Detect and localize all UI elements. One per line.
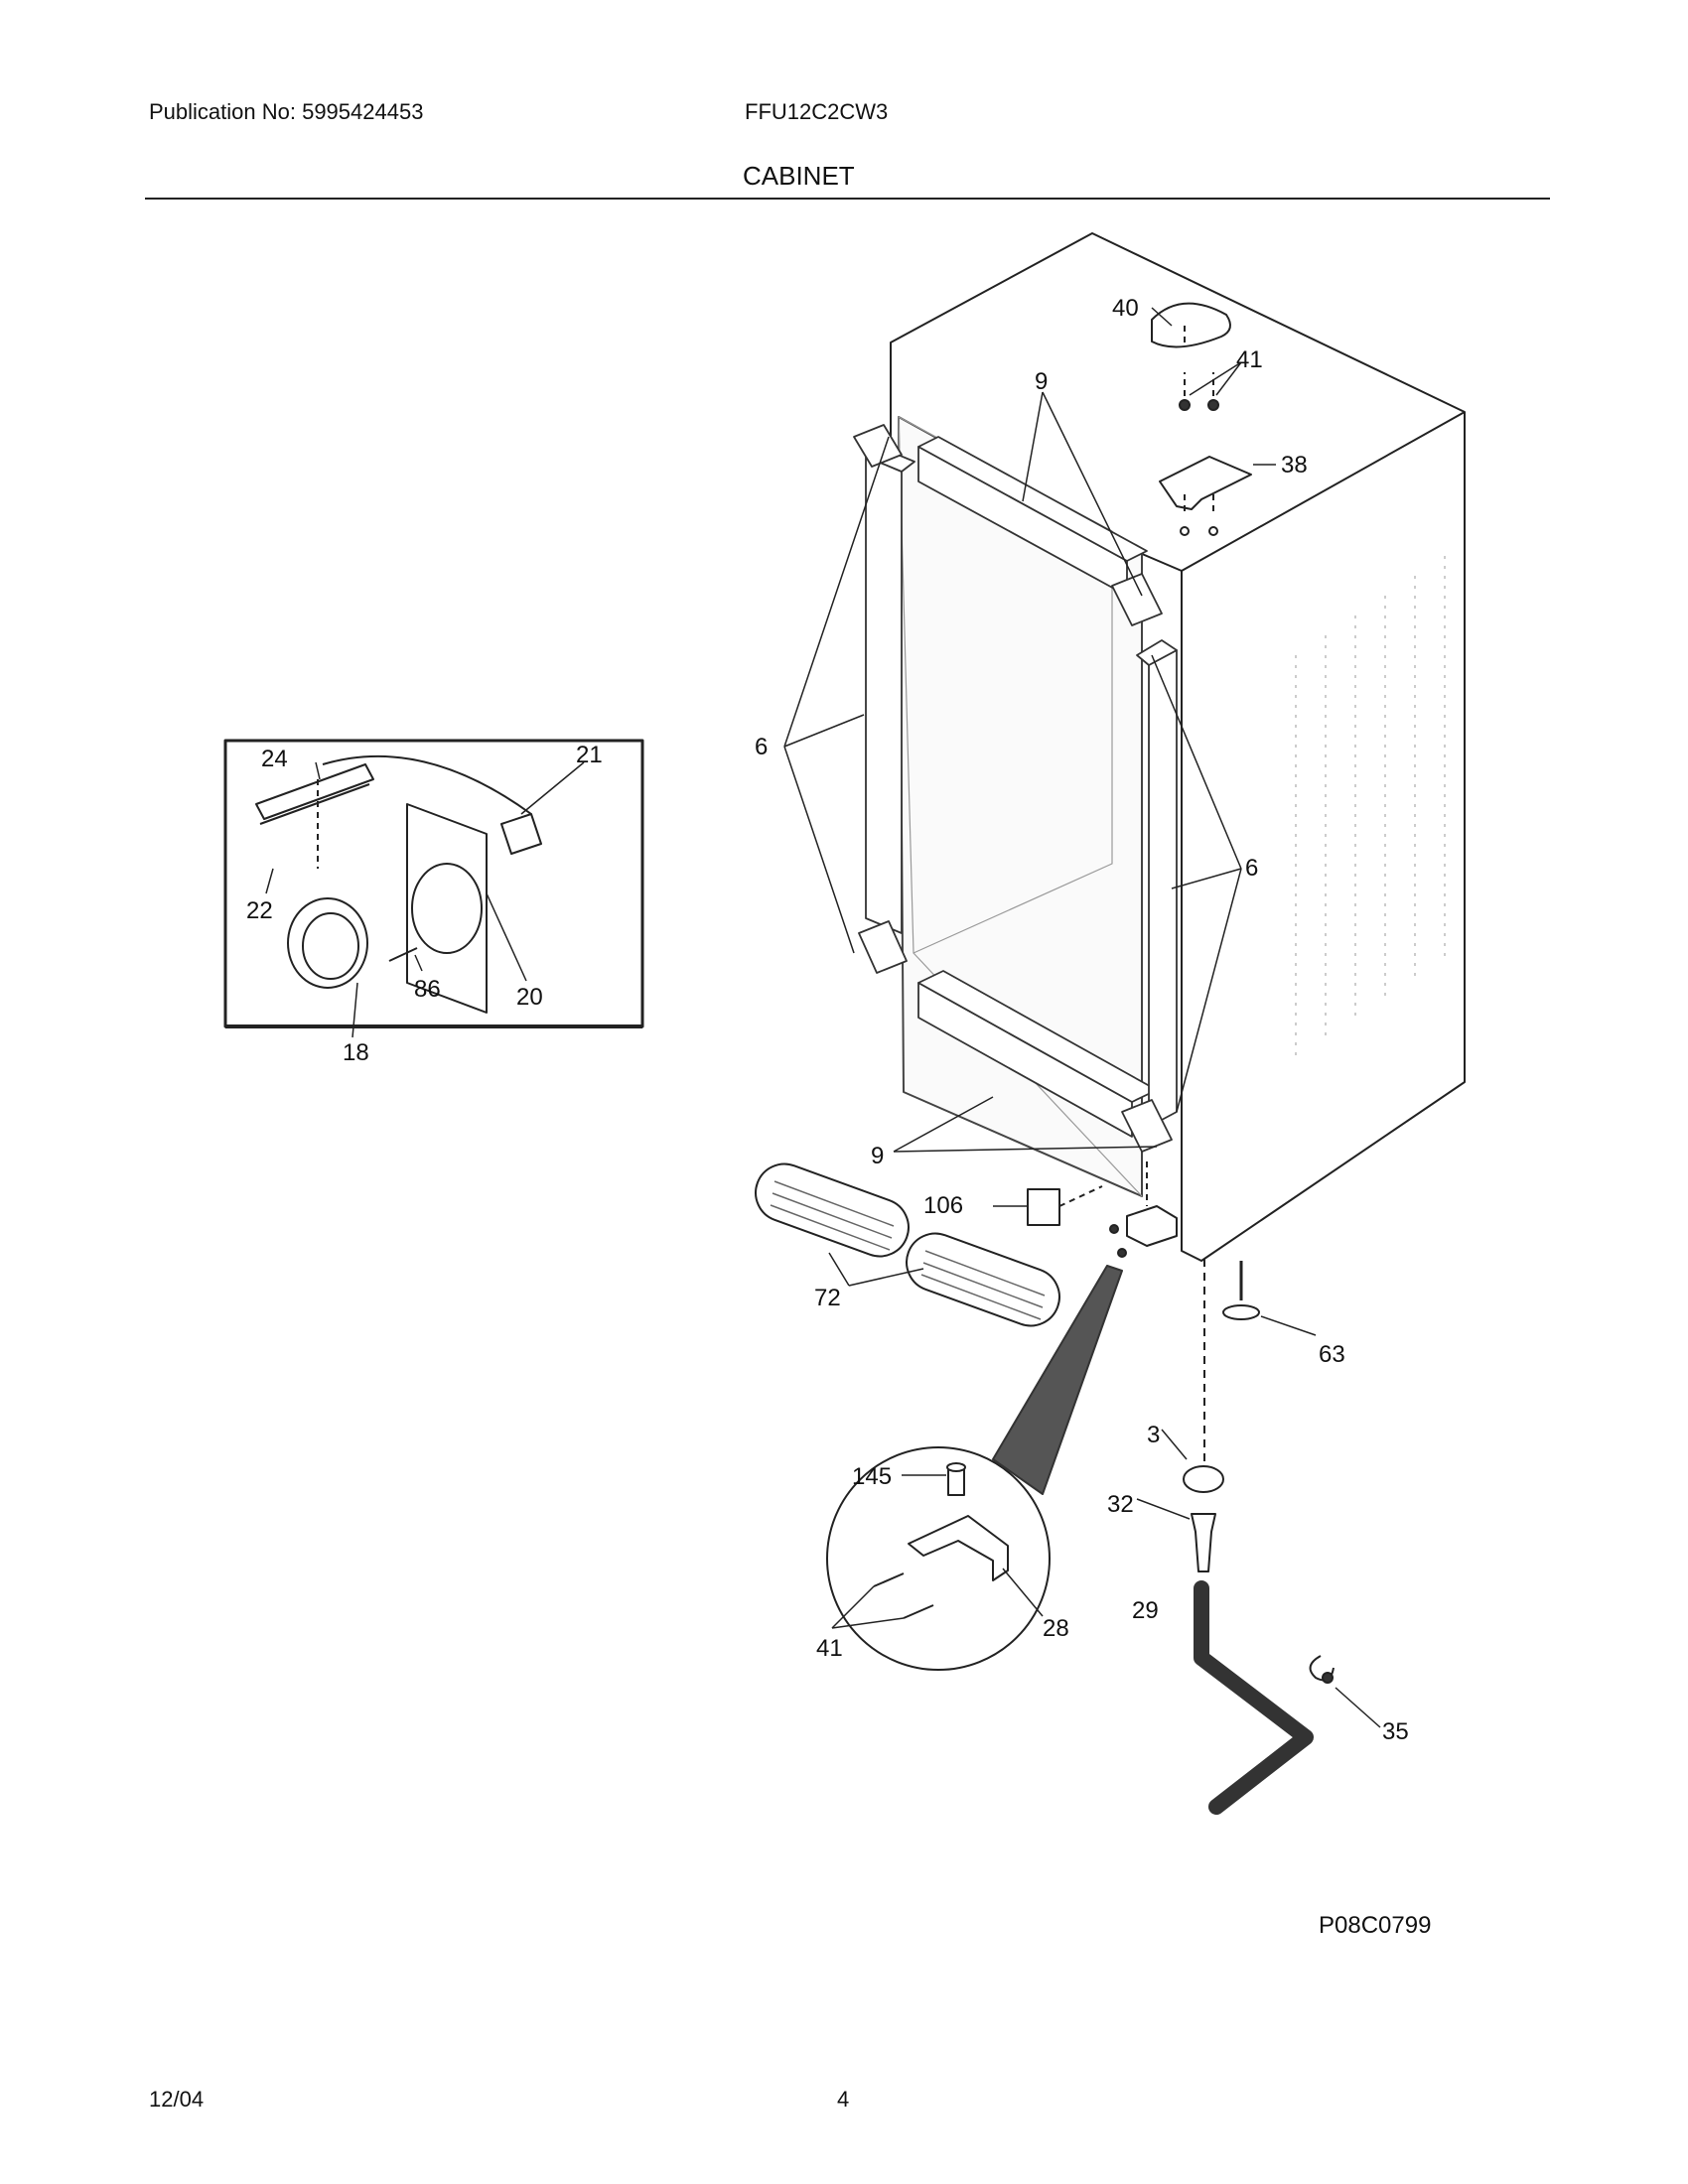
callout-29: 29 xyxy=(1132,1597,1159,1624)
callout-20: 20 xyxy=(516,984,543,1011)
model-number: FFU12C2CW3 xyxy=(745,99,889,124)
control-inset xyxy=(223,739,644,1028)
leveling-leg xyxy=(1203,1259,1260,1469)
top-hinge-assembly xyxy=(1151,302,1252,536)
callout-40: 40 xyxy=(1112,295,1139,322)
leader-lines xyxy=(265,307,1381,1728)
callout-41-detail: 41 xyxy=(816,1635,843,1662)
door-gasket xyxy=(853,424,1178,1153)
callout-9-top: 9 xyxy=(1035,368,1048,395)
callout-145: 145 xyxy=(852,1463,892,1490)
publication-number: Publication No: 5995424453 xyxy=(149,99,424,124)
callout-9-bottom: 9 xyxy=(871,1143,884,1169)
callout-18: 18 xyxy=(343,1039,369,1066)
callout-6-left: 6 xyxy=(755,734,768,760)
vent-grille xyxy=(755,1162,1060,1327)
callout-32: 32 xyxy=(1107,1491,1134,1518)
callout-63: 63 xyxy=(1319,1341,1345,1368)
drain-assembly xyxy=(1183,1465,1335,1815)
footer-date: 12/04 xyxy=(149,2087,205,2112)
callout-21: 21 xyxy=(576,742,603,768)
callout-38: 38 xyxy=(1281,452,1308,478)
page-number: 4 xyxy=(837,2087,850,2112)
callout-22: 22 xyxy=(246,897,273,924)
section-title: CABINET xyxy=(743,161,855,191)
callout-86: 86 xyxy=(414,976,441,1003)
callout-106: 106 xyxy=(923,1192,963,1219)
callout-28: 28 xyxy=(1043,1615,1069,1642)
callout-72: 72 xyxy=(814,1285,841,1311)
callout-6-right: 6 xyxy=(1245,855,1258,882)
callout-labels: 40 41 9 38 6 6 9 106 72 63 3 32 29 35 14… xyxy=(246,295,1409,1745)
callout-24: 24 xyxy=(261,746,288,772)
header-rule xyxy=(145,198,1550,200)
callout-41-top: 41 xyxy=(1236,346,1263,373)
callout-3: 3 xyxy=(1147,1422,1160,1448)
figure-code: P08C0799 xyxy=(1319,1912,1432,1939)
hinge-detail-callout xyxy=(826,1265,1123,1671)
bottom-hinge-assembly xyxy=(1027,1161,1178,1258)
callout-35: 35 xyxy=(1382,1718,1409,1745)
